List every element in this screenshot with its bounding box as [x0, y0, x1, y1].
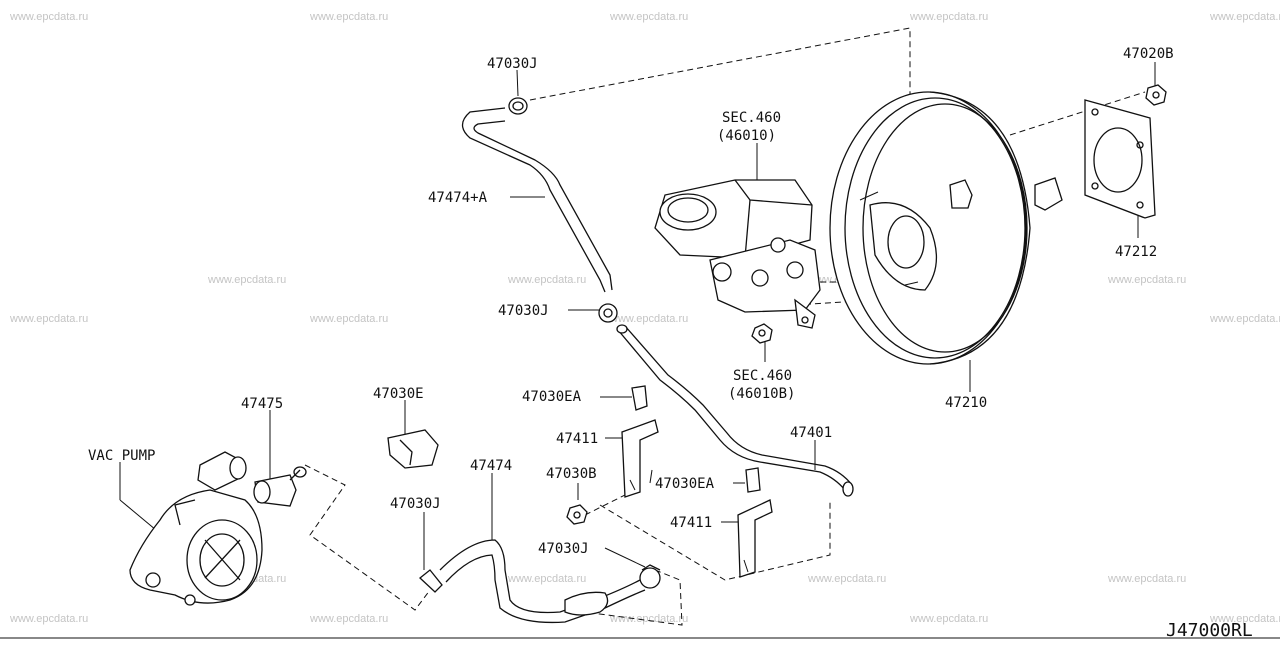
watermark-text: www.epcdata.ru [309, 313, 388, 325]
watermark-text: www.epcdata.ru [507, 573, 586, 585]
clip-47030ea-2[interactable] [745, 467, 761, 493]
watermark-text: www.epcdata.ru [9, 11, 88, 23]
watermark-text: www.epcdata.ru [1209, 11, 1280, 23]
brake-booster-47210[interactable] [829, 91, 1063, 365]
label-47474a: 47474+A [428, 190, 488, 206]
diagram-reference-code: J47000RL [1166, 620, 1253, 640]
clamp-47030j-top[interactable] [508, 97, 528, 115]
watermark-text: www.epcdata.ru [507, 274, 586, 286]
label-47030j: 47030J [538, 541, 589, 557]
clamp-47030j-mid[interactable] [598, 303, 618, 323]
label-sec460: SEC.460 [722, 110, 781, 126]
watermark-text: www.epcdata.ru [1107, 573, 1186, 585]
label-47030j: 47030J [390, 496, 441, 512]
bracket-47411-1[interactable] [621, 419, 659, 498]
bracket-47411-2[interactable] [737, 499, 773, 578]
watermark-text: www.epcdata.ru [1107, 274, 1186, 286]
check-valve-47475[interactable] [253, 466, 307, 507]
label-47020b: 47020B [1123, 46, 1174, 62]
clamp-47030e[interactable] [387, 429, 439, 469]
label-47212: 47212 [1115, 244, 1157, 260]
label-vac-pump: VAC PUMP [88, 448, 155, 464]
gasket-47212[interactable] [1084, 99, 1156, 219]
label-47030ea: 47030EA [655, 476, 715, 492]
watermark-text: www.epcdata.ru [9, 313, 88, 325]
label-47411: 47411 [670, 515, 712, 531]
watermark-text: www.epcdata.ru [609, 613, 688, 625]
hose-47474a[interactable] [461, 107, 613, 293]
clamp-47030j-bot[interactable] [639, 564, 661, 589]
label-sec460: SEC.460 [733, 368, 792, 384]
watermark-text: www.epcdata.ru [909, 613, 988, 625]
label-47030e: 47030E [373, 386, 424, 402]
clip-47030ea-1[interactable] [631, 385, 648, 411]
watermark-text: www.epcdata.ru [1209, 613, 1280, 625]
label-46010: (46010) [717, 128, 776, 144]
nut-47020b[interactable] [1145, 84, 1167, 106]
watermark-text: www.epcdata.ru [909, 11, 988, 23]
clamp-47030j-low[interactable] [419, 569, 443, 593]
label-46010b: (46010B) [728, 386, 795, 402]
watermark-text: www.epcdata.ru [207, 274, 286, 286]
master-cylinder[interactable] [654, 179, 821, 329]
vac-pump[interactable] [129, 451, 263, 606]
nut-47030b[interactable] [566, 504, 588, 525]
label-47475: 47475 [241, 396, 283, 412]
watermark-text: www.epcdata.ru [807, 573, 886, 585]
label-47030j: 47030J [498, 303, 549, 319]
hose-47474[interactable] [439, 539, 646, 624]
watermark-text: www.epcdata.ru [1209, 313, 1280, 325]
watermark-text: www.epcdata.ru [9, 613, 88, 625]
watermark-text: www.epcdata.ru [609, 313, 688, 325]
label-47210: 47210 [945, 395, 987, 411]
watermark-text: www.epcdata.ru [309, 613, 388, 625]
nut-46010b[interactable] [751, 323, 773, 344]
vacuum-tube-47401[interactable] [616, 324, 854, 497]
watermark-text: www.epcdata.ru [309, 11, 388, 23]
watermark-text: www.epcdata.ru [609, 11, 688, 23]
part-labels: 47030J 47020B SEC.460 (46010) 47474+A 47… [88, 46, 1174, 557]
label-47030b: 47030B [546, 466, 597, 482]
label-47474: 47474 [470, 458, 512, 474]
label-47030j: 47030J [487, 56, 538, 72]
label-47411: 47411 [556, 431, 598, 447]
label-47030ea: 47030EA [522, 389, 582, 405]
label-47401: 47401 [790, 425, 832, 441]
